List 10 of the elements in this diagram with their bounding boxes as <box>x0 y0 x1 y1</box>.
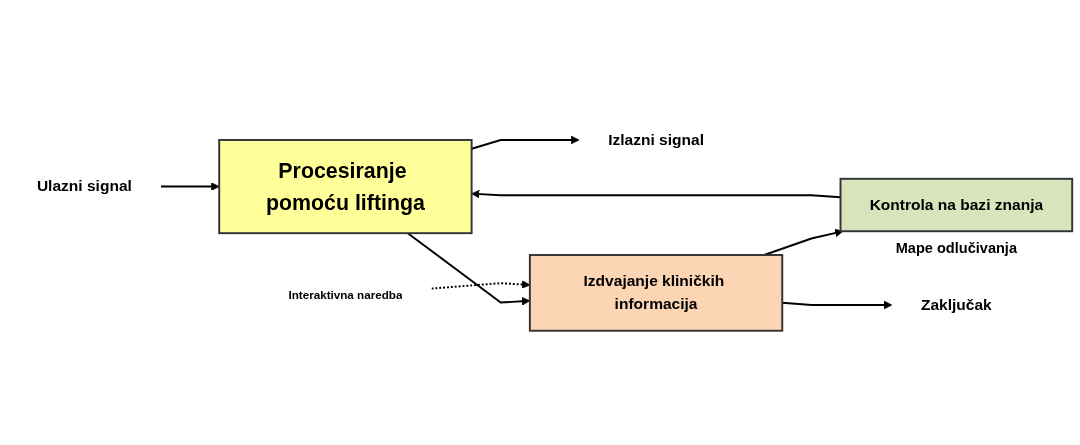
node-text: Ulazni signal <box>36 177 132 195</box>
node-caption: Mape odlučivanja <box>895 239 1017 256</box>
arrow <box>160 182 220 191</box>
node-text: Interaktivna naredba <box>288 288 403 303</box>
arrow <box>763 228 844 256</box>
node-text: Zaključak <box>920 296 992 313</box>
node-box: Izdvajanje kliničkih informacija <box>528 254 784 332</box>
node-box: Kontrola na bazi znanja <box>839 177 1074 233</box>
node-text: Izlazni signal <box>608 131 704 148</box>
node-box: Procesiranje pomoću liftinga <box>218 139 473 235</box>
